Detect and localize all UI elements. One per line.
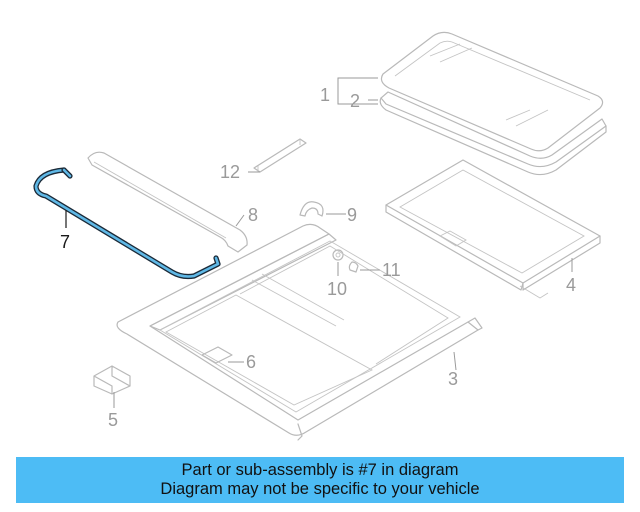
callout-6[interactable]: 6	[246, 352, 256, 372]
callout-12[interactable]: 12	[220, 162, 240, 182]
glass-panel-part	[380, 31, 604, 152]
leader-3	[453, 351, 457, 371]
callout-10[interactable]: 10	[327, 279, 347, 299]
callout-7[interactable]: 7	[60, 232, 70, 252]
callout-8[interactable]: 8	[248, 205, 258, 225]
clip-part	[299, 201, 324, 217]
screw-part	[348, 261, 359, 273]
bracket-strip-part	[253, 138, 307, 173]
sunshade-part	[385, 159, 601, 299]
callout-2[interactable]: 2	[350, 91, 360, 111]
motor-part	[93, 365, 131, 395]
info-banner: Part or sub-assembly is #7 in diagram Di…	[16, 457, 624, 503]
banner-line-disclaimer: Diagram may not be specific to your vehi…	[160, 480, 480, 498]
glass-seal-part	[379, 91, 607, 176]
callout-9[interactable]: 9	[347, 205, 357, 225]
drain-tube-part	[33, 167, 221, 280]
nut-part	[332, 249, 344, 261]
callout-1[interactable]: 1	[320, 85, 330, 105]
callout-4[interactable]: 4	[566, 275, 576, 295]
leader-1	[337, 77, 378, 105]
trim-panel-part	[87, 151, 248, 253]
callout-11[interactable]: 11	[382, 260, 401, 280]
callout-5[interactable]: 5	[108, 410, 118, 430]
leader-8	[235, 214, 245, 227]
callout-3[interactable]: 3	[448, 369, 458, 389]
sunroof-frame-part	[116, 223, 483, 441]
banner-line-part-number: Part or sub-assembly is #7 in diagram	[181, 461, 459, 479]
